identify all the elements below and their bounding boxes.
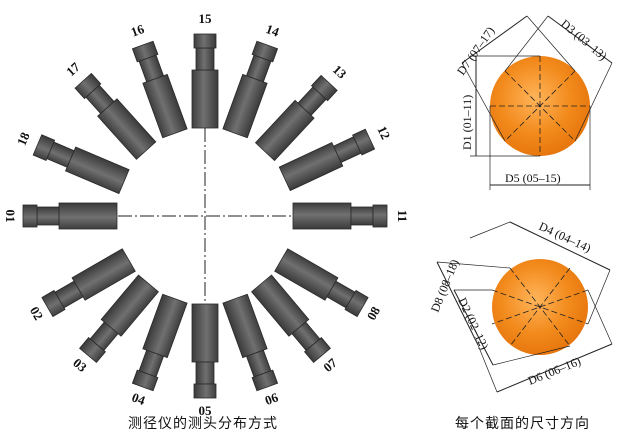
probe-group (22, 33, 388, 399)
probe-label-13: 13 (330, 62, 350, 82)
label-d1: D1 (01–11) (460, 95, 474, 150)
probe-06 (222, 293, 279, 392)
probe-label-18: 18 (14, 129, 33, 147)
probe-15 (191, 33, 219, 129)
label-d5: D5 (05–15) (505, 171, 561, 185)
label-d4: D4 (04–14) (537, 219, 593, 255)
probe-label-12: 12 (374, 123, 393, 141)
label-d6: D6 (06–16) (526, 354, 583, 388)
probe-08 (274, 248, 369, 318)
label-d8: D8 (08–18) (428, 257, 462, 314)
probe-label-14: 14 (264, 21, 282, 40)
probe-label-07: 07 (320, 355, 340, 375)
probe-label-08: 08 (364, 303, 384, 322)
probe-label-15: 15 (199, 11, 213, 26)
probe-label-group: 01 02 03 04 05 06 07 08 11 12 13 14 15 16 17 18 (3, 11, 410, 418)
ball-bottom-crosshair (491, 267, 589, 347)
probe-13 (254, 74, 338, 162)
probe-label-03: 03 (70, 355, 90, 375)
section-top: D7 (07–17) D3 (03–13) D1 (01–11) D5 (05–… (454, 15, 613, 190)
probe-16 (131, 40, 188, 139)
probe-label-06: 06 (263, 389, 281, 408)
probe-01 (22, 202, 118, 230)
label-d3: D3 (03–13) (558, 17, 610, 64)
probe-label-11: 11 (395, 210, 410, 222)
label-d2: D2 (02–12) (455, 295, 491, 351)
probe-05 (191, 303, 219, 399)
section-bottom: D4 (04–14) D8 (08–18) D2 (02–12) D6 (06–… (428, 219, 613, 393)
probe-07 (251, 274, 331, 364)
right-caption: 每个截面的尺寸方向 (455, 416, 590, 432)
ball-top-crosshair (490, 56, 590, 156)
probe-label-04: 04 (130, 390, 148, 409)
probe-18 (32, 134, 130, 195)
probe-14 (222, 40, 279, 139)
probe-label-17: 17 (63, 59, 83, 79)
left-caption: 测径仪的测头分布方式 (128, 416, 278, 432)
probe-17 (74, 72, 157, 160)
probe-label-01: 01 (3, 210, 18, 223)
probe-02 (41, 248, 136, 318)
probe-label-02: 02 (27, 304, 46, 323)
probe-label-05: 05 (199, 403, 213, 418)
probe-03 (79, 274, 159, 364)
probe-11 (292, 202, 388, 230)
probe-ring-diagram: 01 02 03 04 05 06 07 08 11 12 13 14 15 16 17 18 (3, 11, 410, 418)
probe-04 (131, 293, 188, 392)
probe-12 (278, 128, 376, 192)
probe-label-16: 16 (129, 21, 147, 40)
